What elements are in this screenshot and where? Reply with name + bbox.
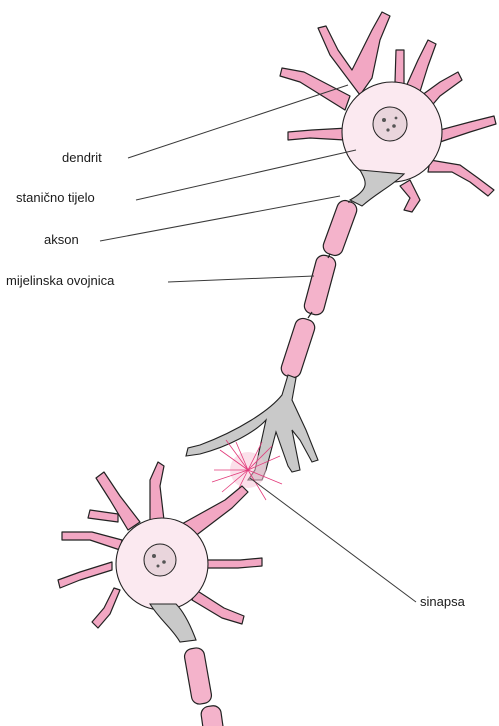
svg-text:stanično tijelo: stanično tijelo: [16, 190, 95, 205]
lower-neuron: [58, 462, 262, 726]
lower-myelin-segment-1: [183, 647, 212, 706]
svg-text:mijelinska ovojnica: mijelinska ovojnica: [6, 273, 115, 288]
upper-neuron: [186, 12, 496, 480]
label-sinapsa: sinapsa: [250, 478, 466, 609]
lower-myelin-segment-2: [200, 705, 224, 726]
svg-text:sinapsa: sinapsa: [420, 594, 466, 609]
label-mijelinska-ovojnica: mijelinska ovojnica: [6, 273, 314, 288]
upper-myelin-segments: [279, 198, 359, 379]
lower-axon-hillock: [150, 604, 196, 642]
svg-text:akson: akson: [44, 232, 79, 247]
upper-nucleus: [373, 107, 407, 141]
label-dendrit: dendrit: [62, 85, 348, 165]
svg-text:dendrit: dendrit: [62, 150, 102, 165]
lower-nucleus: [144, 544, 176, 576]
upper-axon-hillock: [350, 170, 404, 206]
